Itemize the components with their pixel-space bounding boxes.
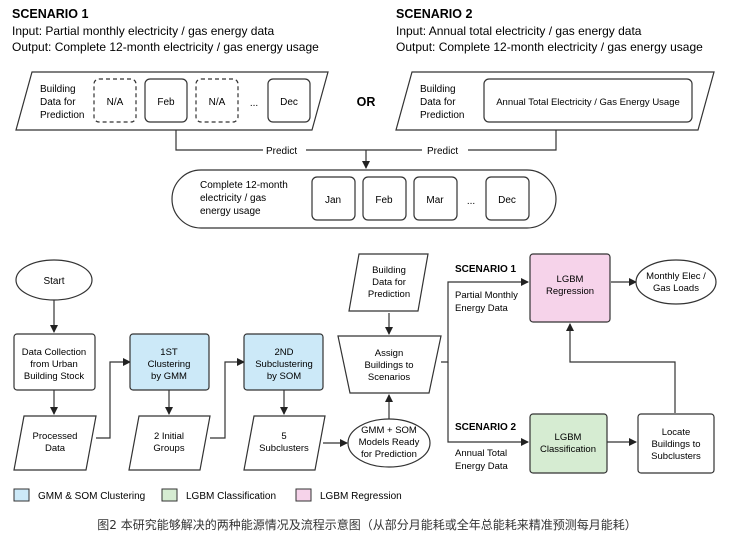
subclusters-line-2: Subclusters	[259, 443, 309, 454]
result-month-1: Jan	[325, 195, 341, 206]
clustering2-line-3: by SOM	[267, 371, 301, 382]
clustering1-line-2: Clustering	[148, 359, 191, 370]
assign-line-2: Buildings to	[364, 360, 413, 371]
processed-data-line-1: Processed	[33, 431, 78, 442]
scenario1-month-5: Dec	[280, 97, 298, 108]
clustering1-line-3: by GMM	[151, 371, 187, 382]
clustering1-line-1: 1ST	[160, 347, 178, 358]
locate-node: Locate Buildings to Subclusters	[637, 413, 715, 474]
result-label-1: Complete 12-month	[200, 180, 288, 191]
predict-label-right: Predict	[427, 146, 458, 157]
processed-data-node: Processed Data	[13, 415, 97, 471]
data-collection-line-2: from Urban	[30, 359, 78, 370]
start-node: Start	[15, 259, 93, 301]
scenario1-month-3: N/A	[209, 97, 226, 108]
result-block: Complete 12-month electricity / gas ener…	[171, 169, 557, 229]
flow-scenario2-sub-1: Annual Total	[455, 448, 507, 459]
scenario1-title: SCENARIO 1	[12, 7, 88, 21]
data-collection-node: Data Collection from Urban Building Stoc…	[13, 333, 96, 391]
legend-swatch-classification	[161, 488, 178, 502]
scenario2-building-label-1: Building	[420, 84, 456, 95]
subclusters-line-1: 5	[281, 431, 286, 442]
scenario1-building-label-1: Building	[40, 84, 76, 95]
flow-scenario2-sub-2: Energy Data	[455, 461, 509, 472]
building-data-line-2: Data for	[372, 277, 406, 288]
scenario2-building-label-3: Prediction	[420, 110, 464, 121]
result-label-3: energy usage	[200, 206, 261, 217]
initial-groups-line-1: 2 Initial	[154, 431, 184, 442]
building-data-line-3: Prediction	[368, 289, 410, 300]
lgbm-regression-line-2: Regression	[546, 286, 594, 297]
flow-scenario2-label: SCENARIO 2	[455, 422, 517, 433]
lgbm-classification-line-1: LGBM	[555, 432, 582, 443]
scenario1-building-label-2: Data for	[40, 97, 76, 108]
clustering2-line-2: Subclustering	[255, 359, 313, 370]
locate-line-2: Buildings to	[651, 439, 700, 450]
lgbm-classification-node: LGBM Classification	[529, 413, 608, 474]
models-ready-line-3: for Prediction	[361, 449, 417, 460]
flow-scenario1-label: SCENARIO 1	[455, 264, 517, 275]
clustering2-node: 2ND Subclustering by SOM	[243, 333, 324, 391]
building-data-node: Building Data for Prediction	[348, 253, 429, 312]
monthly-loads-line-1: Monthly Elec /	[646, 271, 706, 282]
result-month-3: Mar	[426, 195, 444, 206]
flow-scenario1-sub-1: Partial Monthly	[455, 290, 518, 301]
scenario2-input: Input: Annual total electricity / gas en…	[396, 24, 642, 38]
models-ready-node: GMM + SOM Models Ready for Prediction	[347, 418, 431, 468]
flow-connectors	[50, 278, 676, 447]
legend-label-classification: LGBM Classification	[186, 491, 276, 502]
scenario2-building-label-2: Data for	[420, 97, 456, 108]
legend-swatch-regression	[295, 488, 312, 502]
assign-line-1: Assign	[375, 348, 404, 359]
start-label: Start	[43, 276, 64, 287]
predict-connectors	[175, 130, 557, 169]
scenario1-month-1: N/A	[107, 97, 124, 108]
initial-groups-line-2: Groups	[153, 443, 184, 454]
legend-label-regression: LGBM Regression	[320, 491, 402, 502]
monthly-loads-node: Monthly Elec / Gas Loads	[635, 259, 717, 305]
legend-label-clustering: GMM & SOM Clustering	[38, 491, 145, 502]
scenario1-input: Input: Partial monthly electricity / gas…	[12, 24, 274, 38]
monthly-loads-line-2: Gas Loads	[653, 283, 699, 294]
assign-node: Assign Buildings to Scenarios	[337, 335, 442, 394]
models-ready-line-2: Models Ready	[359, 437, 420, 448]
flow-scenario1-sub-2: Energy Data	[455, 303, 509, 314]
scenario1-output: Output: Complete 12-month electricity / …	[12, 40, 319, 54]
result-label-2: electricity / gas	[200, 193, 266, 204]
result-month-ellipsis: ...	[467, 196, 475, 207]
scenario2-output: Output: Complete 12-month electricity / …	[396, 40, 703, 54]
locate-line-1: Locate	[662, 427, 691, 438]
building-data-line-1: Building	[372, 265, 406, 276]
assign-line-3: Scenarios	[368, 372, 410, 383]
scenario2-annual-box: Annual Total Electricity / Gas Energy Us…	[496, 97, 680, 108]
scenario1-building-label-3: Prediction	[40, 110, 84, 121]
data-collection-line-3: Building Stock	[24, 371, 84, 382]
data-collection-line-1: Data Collection	[22, 347, 86, 358]
locate-line-3: Subclusters	[651, 451, 701, 462]
subclusters-node: 5 Subclusters	[243, 415, 326, 471]
processed-data-line-2: Data	[45, 443, 66, 454]
models-ready-line-1: GMM + SOM	[361, 425, 417, 436]
legend: GMM & SOM Clustering LGBM Classification…	[13, 488, 402, 502]
scenario1-month-2: Feb	[157, 97, 175, 108]
result-month-5: Dec	[498, 195, 516, 206]
legend-swatch-clustering	[13, 488, 30, 502]
or-label: OR	[357, 95, 376, 109]
clustering1-node: 1ST Clustering by GMM	[129, 333, 210, 391]
result-month-2: Feb	[375, 195, 393, 206]
scenario1-month-ellipsis: ...	[250, 98, 258, 109]
figure-caption: 图2 本研究能够解决的两种能源情况及流程示意图（从部分月能耗或全年总能耗来精准预…	[97, 518, 637, 532]
scenario2-input-block: Building Data for Prediction Annual Tota…	[395, 71, 715, 131]
scenario2-title: SCENARIO 2	[396, 7, 472, 21]
predict-label-left: Predict	[266, 146, 297, 157]
lgbm-classification-line-2: Classification	[540, 444, 596, 455]
initial-groups-node: 2 Initial Groups	[128, 415, 211, 471]
lgbm-regression-line-1: LGBM	[557, 274, 584, 285]
scenario1-input-block: Building Data for Prediction N/A Feb N/A…	[15, 71, 329, 131]
clustering2-line-1: 2ND	[274, 347, 293, 358]
lgbm-regression-node: LGBM Regression	[529, 253, 611, 323]
